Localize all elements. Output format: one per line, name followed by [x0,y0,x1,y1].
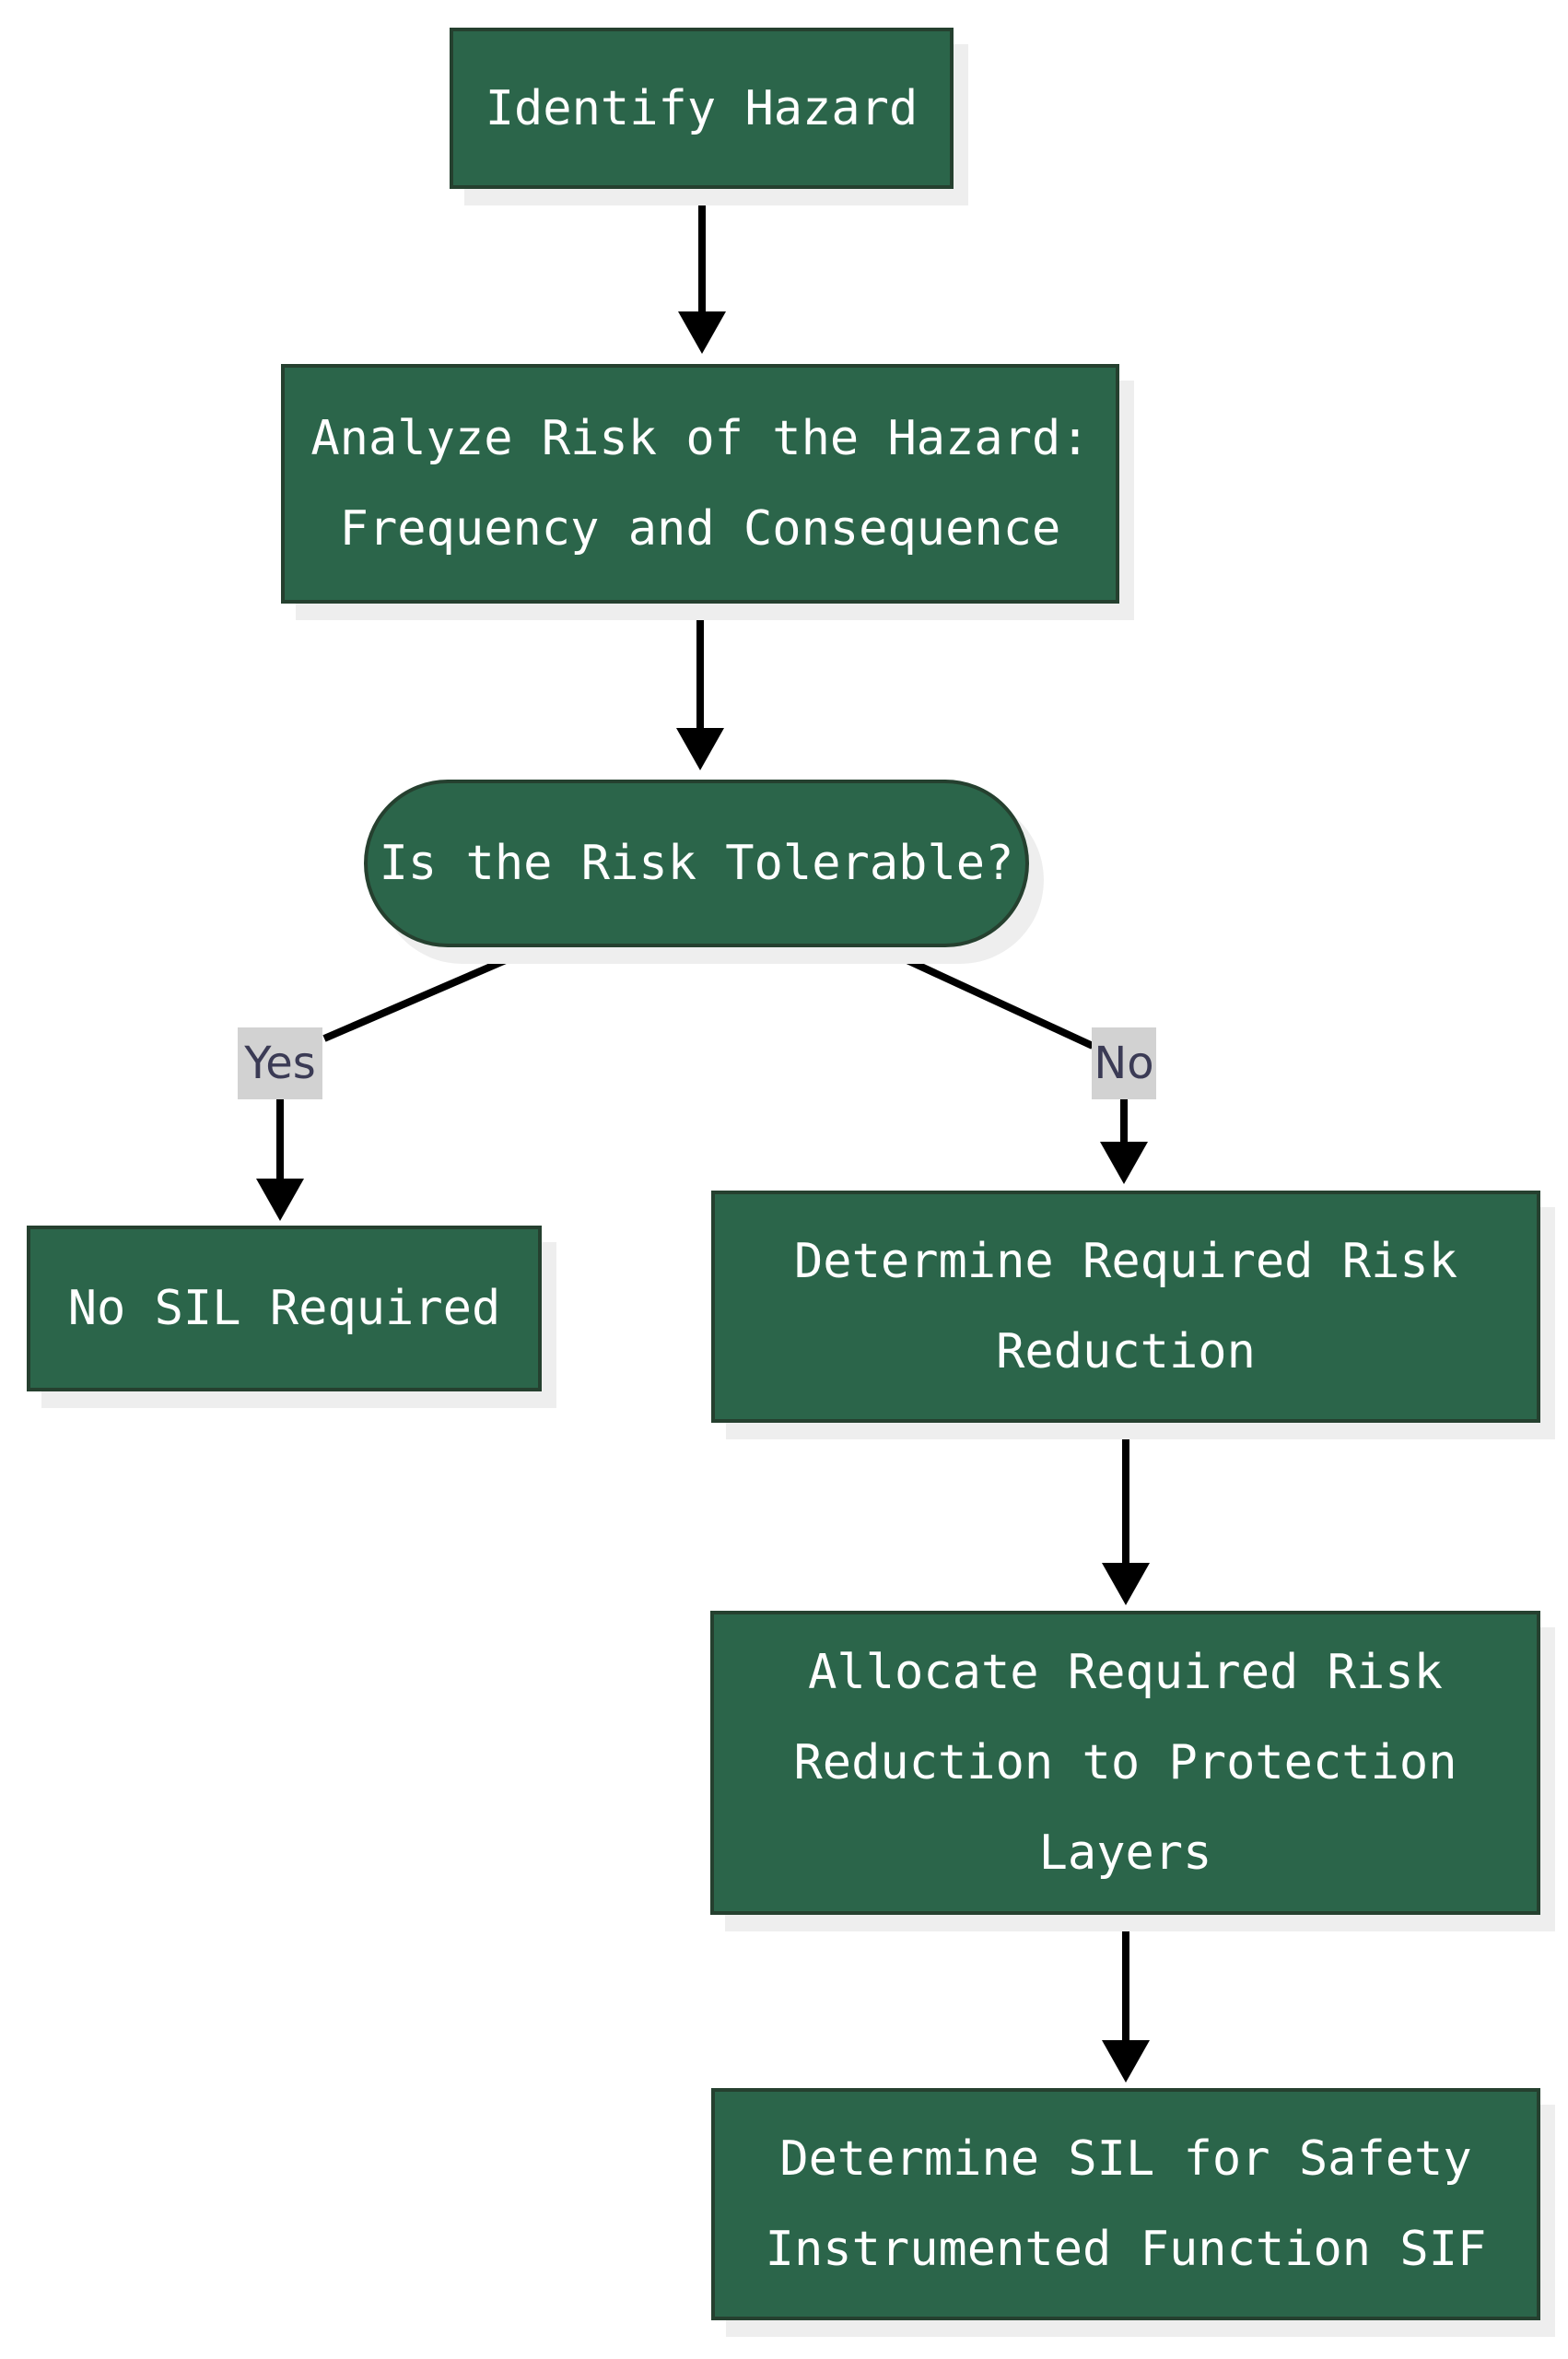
node-label: Reduction [996,1324,1256,1379]
node-label: Allocate Required Risk [808,1645,1443,1700]
node-label: Layers [1038,1825,1212,1881]
edge-tolerable-to-no [873,942,1094,1050]
edge-yes-to-no-sil [256,1099,304,1221]
node-label: Identify Hazard [485,80,919,136]
node-identify-hazard: Identify Hazard [450,28,954,189]
node-label: Reduction to Protection [793,1735,1457,1790]
node-no-sil-required: No SIL Required [27,1226,542,1391]
node-allocate-risk-reduction: Allocate Required Risk Reduction to Prot… [710,1611,1540,1915]
edge-analyze-to-tolerable [676,604,724,770]
node-determine-sil: Determine SIL for Safety Instrumented Fu… [711,2088,1540,2320]
node-label: No SIL Required [67,1281,501,1336]
node-label: Is the Risk Tolerable? [379,836,1014,891]
edge-label-no: No [1092,1027,1156,1099]
node-label: Analyze Risk of the Hazard: [310,411,1090,466]
node-label: Instrumented Function SIF [765,2222,1487,2277]
edge-label-yes: Yes [238,1027,322,1099]
node-label: Frequency and Consequence [339,501,1061,557]
node-label: Determine Required Risk [793,1234,1458,1289]
edge-allocate-to-determine-sil [1102,1915,1150,2083]
edge-tolerable-to-yes [322,942,542,1042]
node-determine-risk-reduction: Determine Required Risk Reduction [711,1191,1540,1423]
edge-identify-to-analyze [678,189,726,354]
node-analyze-risk: Analyze Risk of the Hazard: Frequency an… [281,364,1119,604]
edge-no-to-determine-rr [1100,1099,1148,1184]
node-is-risk-tolerable: Is the Risk Tolerable? [364,780,1029,947]
edge-determine-rr-to-allocate [1102,1423,1150,1605]
node-label: Determine SIL for Safety [779,2131,1472,2187]
